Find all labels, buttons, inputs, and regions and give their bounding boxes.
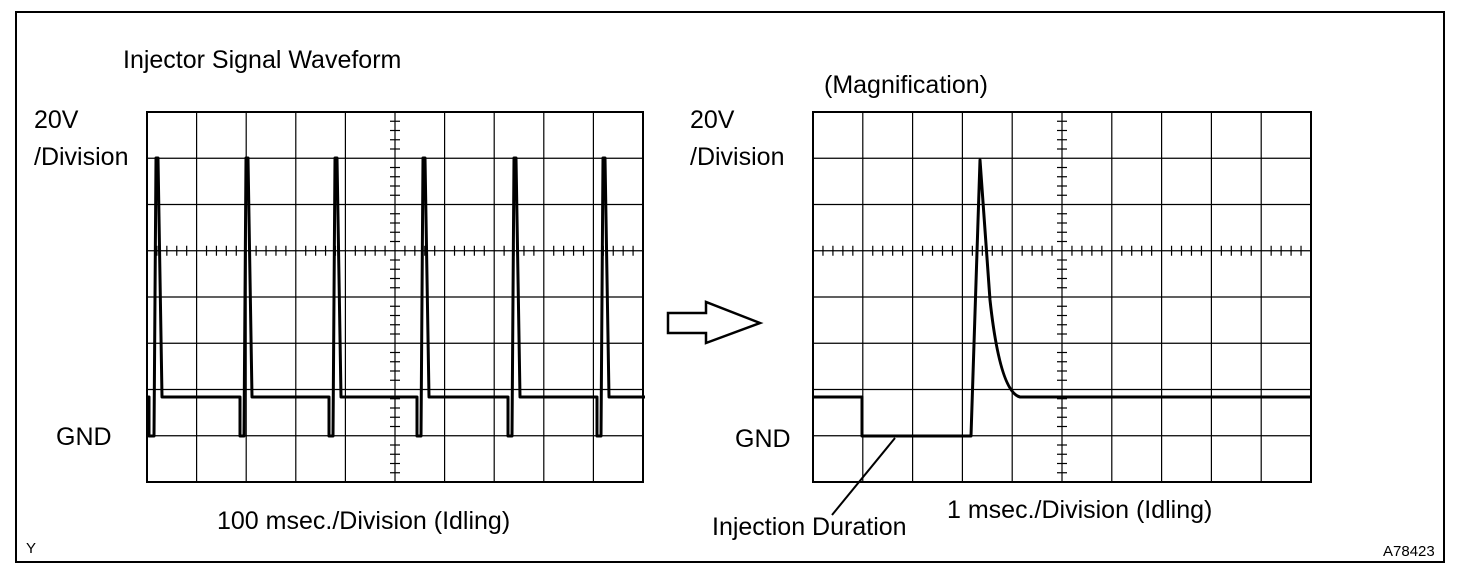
corner-mark: Y (26, 540, 37, 557)
left-gnd-label: GND (56, 423, 112, 451)
left-oscilloscope-grid (146, 111, 644, 483)
right-volts-division-label: /Division (690, 143, 785, 171)
figure-code: A78423 (1383, 543, 1435, 560)
left-time-label: 100 msec./Division (Idling) (217, 507, 511, 535)
right-title: (Magnification) (824, 71, 988, 99)
right-gnd-label: GND (735, 425, 791, 453)
injection-duration-label: Injection Duration (712, 513, 907, 541)
right-oscilloscope-grid (812, 111, 1312, 483)
right-waveform-trace (812, 158, 1311, 438)
magnification-arrow (666, 300, 764, 345)
right-time-label: 1 msec./Division (Idling) (947, 496, 1213, 524)
figure-frame (15, 11, 1445, 563)
injection-duration-leader (831, 437, 896, 516)
right-volts-label: 20V (690, 106, 735, 134)
left-title: Injector Signal Waveform (123, 46, 402, 74)
left-volts-label: 20V (34, 106, 79, 134)
left-waveform-trace (147, 156, 645, 438)
left-volts-division-label: /Division (34, 143, 129, 171)
